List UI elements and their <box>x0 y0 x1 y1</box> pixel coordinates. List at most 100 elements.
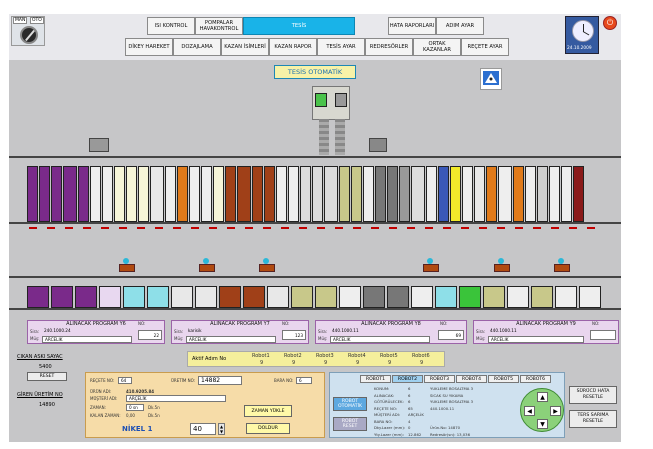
process-tank <box>99 286 121 308</box>
surucu-hata-reset-button[interactable]: SÜRÜCÜ HATA RESETLE <box>569 386 617 404</box>
ters-sarima-reset-button[interactable]: TERS SARIMA RESETLE <box>569 410 617 428</box>
program-no-input[interactable]: 22 <box>138 330 162 340</box>
program-sira-value: 440.1000.11 <box>332 328 359 333</box>
bara-no-input[interactable]: 6 <box>296 377 312 384</box>
jog-right-icon[interactable]: ▶ <box>550 406 561 416</box>
header-bar: MAN OTO ISI KONTROL POMPALAR HAVAKONTROL… <box>9 14 621 60</box>
musteri-adi-input[interactable]: ARÇELİK <box>126 395 226 402</box>
nav-pompalar[interactable]: POMPALAR HAVAKONTROL <box>195 17 243 35</box>
robot-carrier-icon <box>259 258 275 274</box>
process-tank <box>195 286 217 308</box>
robot-info-text: YUKLEME BOSALTMA 3 <box>430 399 473 404</box>
program-no-input[interactable]: 123 <box>282 330 306 340</box>
nav-hata-raporlari[interactable]: HATA RAPORLARI <box>388 17 436 35</box>
robot-tab-1[interactable]: ROBOT1 <box>360 375 391 383</box>
process-tank <box>75 286 97 308</box>
counter-reset-button[interactable]: RESET <box>27 372 67 381</box>
robot-info-text: Redresör(sn): 13,036 <box>430 431 471 437</box>
process-tank <box>438 166 449 222</box>
tank-indicator <box>353 227 361 229</box>
tank-indicator <box>137 227 145 229</box>
process-tank <box>291 286 313 308</box>
nav-ortak-kazanlar[interactable]: ORTAK KAZANLAR <box>413 38 461 56</box>
robot-tab-3[interactable]: ROBOT3 <box>424 375 455 383</box>
program-title: ALINACAK PROGRAM Y8 <box>361 321 421 327</box>
process-tank <box>267 286 289 308</box>
program-no-input[interactable] <box>590 330 616 340</box>
process-tank <box>147 286 169 308</box>
process-tank <box>411 166 425 222</box>
bath-name: NİKEL 1 <box>122 425 153 433</box>
active-step-robot: Robot6 <box>412 353 430 359</box>
scada-window: MAN OTO ISI KONTROL POMPALAR HAVAKONTROL… <box>9 14 621 442</box>
process-tank <box>525 166 536 222</box>
process-tank <box>276 166 287 222</box>
nav-tesis-ayar[interactable]: TESİS AYAR <box>317 38 365 56</box>
program-sira-value: karisik <box>188 328 202 333</box>
nav-adim-ayar[interactable]: ADIM AYAR <box>436 17 484 35</box>
process-tank <box>237 166 251 222</box>
robot-tab-2[interactable]: ROBOT2 <box>392 375 423 383</box>
nav-isi-kontrol[interactable]: ISI KONTROL <box>147 17 195 35</box>
program-panel-y9: ALINACAK PROGRAM Y9 NO: Sira: 440.1000.1… <box>473 320 619 344</box>
process-tank <box>537 166 548 222</box>
mode-switch-knob[interactable] <box>20 26 38 44</box>
nav-dikey-hareket[interactable]: DİKEY HAREKET <box>125 38 173 56</box>
process-tank <box>102 166 113 222</box>
jog-left-icon[interactable]: ◀ <box>524 406 535 416</box>
robot-reset-button[interactable]: ROBOT RESET <box>333 417 367 431</box>
nav-kazan-isimleri[interactable]: KAZAN İSİMLERİ <box>221 38 269 56</box>
tank-indicator <box>389 227 397 229</box>
nav-recete-ayar[interactable]: REÇETE AYAR <box>461 38 509 56</box>
mode-man[interactable]: MAN <box>13 17 28 24</box>
tank-indicator <box>299 227 307 229</box>
tank-indicator <box>47 227 55 229</box>
active-step-robot: Robot4 <box>348 353 366 359</box>
screen-title: TESİS OTOMATİK <box>274 65 356 79</box>
uretim-no-input[interactable]: 14882 <box>198 376 242 385</box>
robot-info-text: GÖTÜRÜLECEK: <box>374 399 404 404</box>
process-tank <box>171 286 193 308</box>
jog-down-icon[interactable]: ▼ <box>537 419 548 429</box>
robot-info-text: SICAK SU YIKAMA <box>430 392 464 398</box>
nav-dozajlama[interactable]: DOZAJLAMA <box>173 38 221 56</box>
zaman-input[interactable]: 0 sn <box>126 404 144 411</box>
bath-time-input[interactable]: 40 <box>190 423 216 435</box>
program-no-input[interactable]: 69 <box>438 330 464 340</box>
program-title: ALINACAK PROGRAM Y9 <box>516 321 576 327</box>
nav-redresorler[interactable]: REDRESÖRLER <box>365 38 413 56</box>
process-tank <box>123 286 145 308</box>
recete-no-input[interactable]: 64 <box>118 377 132 384</box>
doldur-button[interactable]: DOLDUR <box>246 423 290 434</box>
process-tank <box>555 286 577 308</box>
nav-tesis[interactable]: TESİS <box>243 17 355 35</box>
process-tank <box>339 166 350 222</box>
lift-column-left <box>319 119 329 155</box>
process-tank <box>90 166 101 222</box>
power-icon[interactable]: ⏻ <box>603 16 617 30</box>
nav-kazan-rapor[interactable]: KAZAN RAPOR <box>269 38 317 56</box>
input-production-label: GİREN ÜRETİM NO <box>17 392 63 398</box>
robot-tab-5[interactable]: ROBOT5 <box>488 375 519 383</box>
robot-otomatik-button[interactable]: ROBOT OTOMATİK <box>333 397 367 411</box>
dryer-unit <box>89 138 109 152</box>
process-tank <box>27 286 49 308</box>
robot-info-text: 0 <box>408 425 411 430</box>
jog-up-icon[interactable]: ▲ <box>537 392 548 402</box>
zaman-yukle-button[interactable]: ZAMAN YÜKLE <box>244 405 292 417</box>
tank-indicator <box>533 227 541 229</box>
robot-tab-4[interactable]: ROBOT4 <box>456 375 487 383</box>
robot-tab-6[interactable]: ROBOT6 <box>520 375 551 383</box>
process-tank <box>426 166 437 222</box>
process-tank <box>573 166 584 222</box>
tank-indicator <box>173 227 181 229</box>
stepper-arrows-icon[interactable]: ▲▼ <box>218 423 225 435</box>
active-step-value: 9 <box>356 360 360 366</box>
active-step-robot: Robot2 <box>284 353 302 359</box>
tank-indicator <box>29 227 37 229</box>
program-panel-y7: ALINACAK PROGRAM Y7 NO: Sira: karisik Mü… <box>171 320 309 344</box>
robot-info-text: BARA NO: <box>374 418 393 424</box>
mode-oto[interactable]: OTO <box>30 17 44 24</box>
process-tank <box>498 166 512 222</box>
output-counter-value: 5400 <box>39 364 52 370</box>
